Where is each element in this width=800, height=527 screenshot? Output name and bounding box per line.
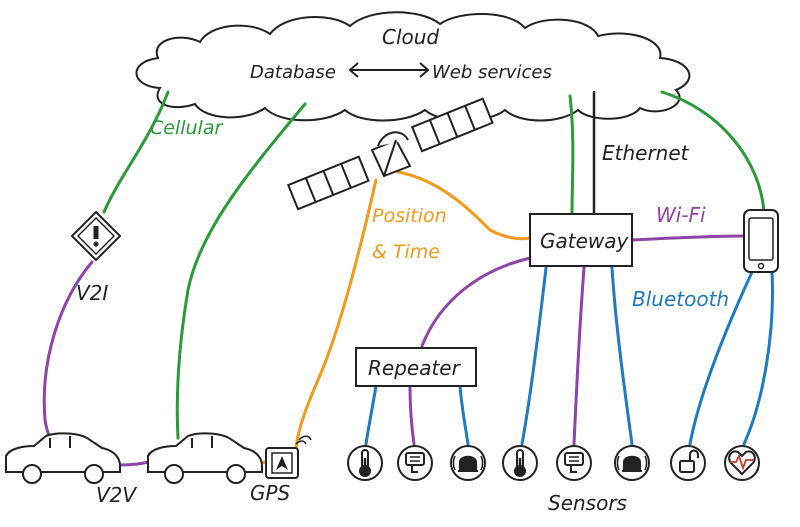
v2v-label: V2V	[96, 483, 137, 507]
time-label: & Time	[372, 241, 440, 263]
database-label: Database	[250, 62, 336, 83]
bluetooth-label: Bluetooth	[632, 287, 729, 311]
heart-monitor-icon	[724, 445, 760, 481]
gateway-repeater-line	[420, 256, 532, 348]
warning-sign-icon	[70, 210, 122, 262]
double-arrow	[348, 62, 430, 78]
gps-device-icon	[265, 435, 312, 479]
thermometer-icon	[502, 445, 538, 481]
wifi-line	[630, 234, 750, 242]
position-time-line-gateway	[396, 170, 532, 241]
ethernet-label: Ethernet	[602, 141, 690, 165]
position-time-line-gps	[294, 178, 378, 450]
repeater-meter-line	[408, 384, 416, 446]
cellular-label: Cellular	[150, 117, 223, 139]
repeater-box	[355, 347, 477, 387]
gateway-meter2-line	[572, 266, 586, 446]
cellular-line-v2i	[102, 90, 170, 214]
v2i-label: V2I	[76, 281, 108, 305]
lock-icon	[670, 445, 706, 481]
smartphone-icon	[743, 209, 779, 273]
repeater-label: Repeater	[368, 356, 462, 380]
alarm-icon	[450, 445, 486, 481]
sensors-label: Sensors	[548, 491, 627, 515]
web-services-label: Web services	[432, 62, 552, 83]
gateway-thermo2-line	[520, 266, 548, 446]
cloud-phone-line-green	[660, 90, 766, 214]
gateway-box	[529, 213, 633, 267]
alarm-icon	[614, 445, 650, 481]
cloud-shape	[135, 11, 691, 122]
cloud-title: Cloud	[382, 25, 439, 49]
car-icon	[5, 432, 121, 484]
phone-lock-line	[688, 270, 754, 446]
meter-icon	[556, 445, 592, 481]
repeater-alarm-line	[458, 384, 470, 446]
satellite-icon	[286, 97, 494, 211]
car-icon	[147, 432, 263, 484]
cloud-gateway-line-green	[568, 94, 575, 216]
position-label: Position	[372, 205, 447, 227]
meter-icon	[397, 445, 433, 481]
repeater-thermo-line	[364, 384, 378, 446]
gateway-alarm2-line	[610, 266, 634, 446]
cellular-line-car	[175, 102, 307, 440]
thermometer-icon	[347, 445, 383, 481]
gateway-label: Gateway	[540, 229, 630, 253]
wifi-label: Wi-Fi	[656, 203, 706, 227]
phone-heart-line	[742, 270, 774, 446]
gps-label: GPS	[250, 481, 291, 505]
